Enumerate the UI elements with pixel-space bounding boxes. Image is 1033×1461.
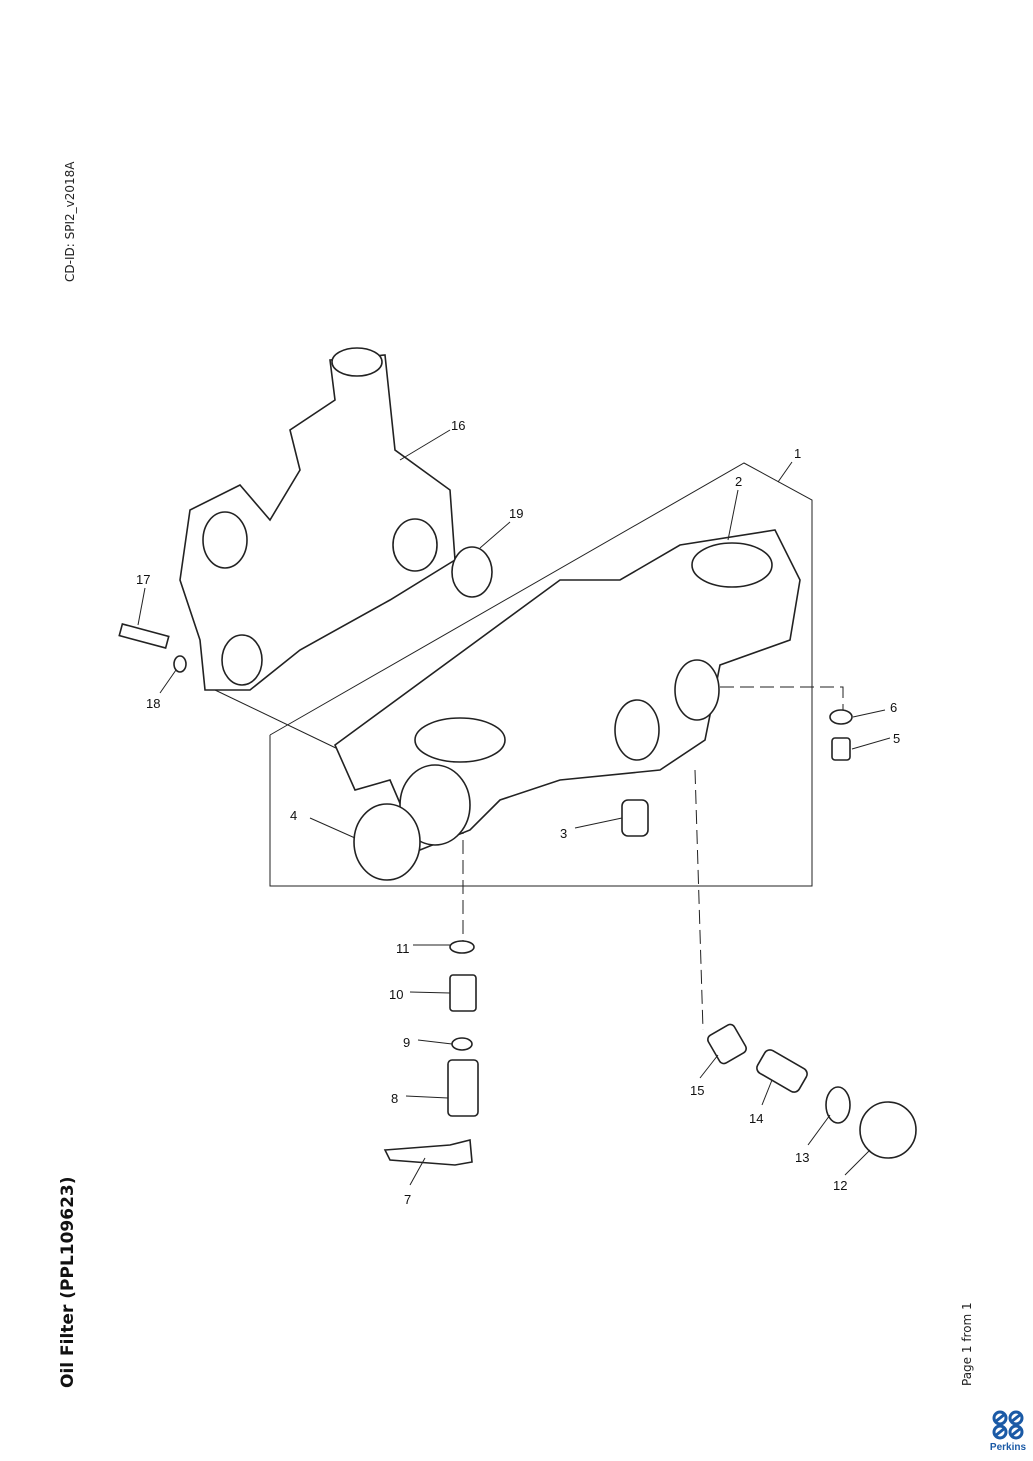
- perkins-logo: Perkins: [988, 1410, 1028, 1453]
- o-ring-6: [829, 709, 853, 725]
- callout-3: 3: [560, 826, 567, 841]
- callout-11: 11: [396, 941, 410, 956]
- callout-1: 1: [794, 446, 801, 461]
- plug-5: [831, 737, 851, 761]
- logo-text: Perkins: [989, 1442, 1027, 1453]
- seal-ring-19: [451, 546, 493, 598]
- adapter-10: [449, 974, 477, 1012]
- callout-6: 6: [890, 700, 897, 715]
- callout-10: 10: [389, 987, 403, 1002]
- washer-18: [173, 655, 187, 673]
- leader-lines: [137, 429, 891, 1186]
- callout-19: 19: [509, 506, 523, 521]
- callout-14: 14: [749, 1111, 763, 1126]
- alignment-line-valve: [694, 769, 704, 1031]
- alignment-line-gasket: [214, 689, 341, 751]
- o-ring-13: [825, 1086, 851, 1124]
- alignment-line-relief-valve: [720, 686, 844, 712]
- adapter-housing: [179, 347, 456, 691]
- callout-16: 16: [451, 418, 465, 433]
- valve-15: [707, 1023, 747, 1065]
- callout-5: 5: [893, 731, 900, 746]
- assembly-bracket: [269, 462, 813, 887]
- plug-3: [621, 799, 649, 837]
- callout-9: 9: [403, 1035, 410, 1050]
- perkins-logo-icon: [992, 1410, 1024, 1440]
- dust-cap-7: [383, 1138, 473, 1166]
- callout-2: 2: [735, 474, 742, 489]
- seal-ring-4: [353, 803, 421, 881]
- o-ring-11: [449, 940, 475, 954]
- connector-8: [447, 1059, 479, 1117]
- callout-15: 15: [690, 1083, 704, 1098]
- callout-17: 17: [136, 572, 150, 587]
- plug-12: [859, 1101, 917, 1159]
- callout-7: 7: [404, 1192, 411, 1207]
- spring-14: [756, 1049, 808, 1093]
- callout-4: 4: [290, 808, 297, 823]
- callout-12: 12: [833, 1178, 847, 1193]
- washer-9: [451, 1037, 473, 1051]
- bolt-17: [118, 623, 170, 649]
- callout-13: 13: [795, 1150, 809, 1165]
- callout-18: 18: [146, 696, 160, 711]
- callout-8: 8: [391, 1091, 398, 1106]
